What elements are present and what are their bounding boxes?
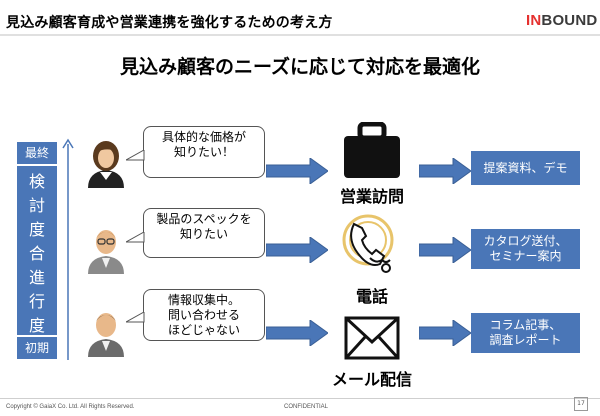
result-box-catalog: カタログ送付、 セミナー案内: [471, 229, 580, 269]
stage-label-final: 最終: [17, 142, 57, 164]
right-arrow-icon: [419, 158, 471, 184]
slide-subtitle: 見込み顧客のニーズに応じて対応を最適化: [119, 56, 481, 78]
man-avatar-icon: [88, 313, 124, 357]
up-arrow-icon: [62, 138, 74, 360]
stage-char: 行: [28, 292, 45, 311]
channel-label-visit: 営業訪問: [339, 187, 404, 206]
stage-label-initial: 初期: [17, 337, 57, 359]
mail-icon: [344, 316, 400, 360]
right-arrow-icon: [266, 320, 328, 346]
phone-icon: [342, 214, 394, 273]
page-number: 17: [574, 397, 588, 411]
channel-label-phone: 電話: [355, 287, 388, 306]
speech-bubble: 具体的な価格が 知りたい！: [143, 126, 265, 178]
confidential-label: CONFIDENTIAL: [284, 404, 329, 410]
speech-bubble: 情報収集中。 問い合わせる ほどじゃない: [143, 289, 265, 341]
man-avatar-icon: [88, 230, 124, 274]
stage-char: 検: [28, 172, 45, 191]
stage-char: 度: [28, 316, 45, 335]
woman-avatar-icon: [88, 141, 124, 188]
bag-icon: [344, 122, 400, 178]
right-arrow-icon: [419, 237, 471, 263]
footer-divider: [0, 398, 600, 399]
stage-char: 合: [28, 244, 45, 263]
stage-char: 進: [28, 268, 45, 287]
right-arrow-icon: [266, 237, 328, 263]
inbound-logo: INBOUND: [526, 12, 598, 29]
right-arrow-icon: [266, 158, 328, 184]
speech-bubble: 製品のスペックを 知りたい: [143, 208, 265, 258]
stage-char: 討: [28, 196, 45, 215]
slide-title: 見込み顧客育成や営業連携を強化するための考え方: [6, 15, 333, 31]
result-box-proposal: 提案資料、デモ: [471, 151, 580, 185]
result-box-articles: コラム記事、 調査レポート: [471, 313, 580, 353]
bubble-tail: [126, 150, 145, 161]
right-arrow-icon: [419, 320, 471, 346]
channel-label-email: メール配信: [331, 370, 412, 389]
stage-char: 度: [28, 220, 45, 239]
bubble-tail: [126, 232, 145, 243]
bubble-tail: [126, 312, 145, 323]
copyright-text: Copyright © GaiaX Co. Ltd. All Rights Re…: [6, 404, 135, 410]
stage-progress-bar: [17, 166, 57, 335]
header-divider: [0, 34, 600, 36]
